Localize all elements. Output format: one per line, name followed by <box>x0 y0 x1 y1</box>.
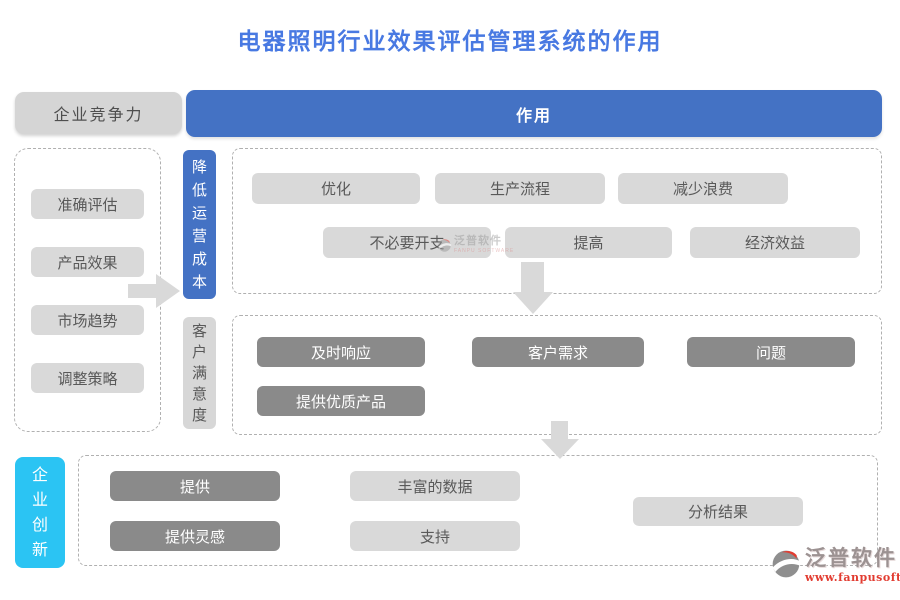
competitiveness-item: 调整策略 <box>31 363 144 393</box>
competitiveness-panel: 准确评估 产品效果 市场趋势 调整策略 <box>14 148 161 432</box>
flow-right-arrow-icon <box>128 274 180 308</box>
customer-section-panel: 及时响应 客户需求 问题 提供优质产品 <box>232 315 882 435</box>
customer-item: 客户需求 <box>472 337 644 367</box>
cost-item: 不必要开支 <box>323 227 491 258</box>
cost-item: 经济效益 <box>690 227 860 258</box>
customer-section-label-text: 客户满意度 <box>191 322 207 424</box>
cost-item: 优化 <box>252 173 420 204</box>
watermark-logo-icon <box>438 238 452 252</box>
innovation-section-label-text: 企业创新 <box>31 466 48 559</box>
flow-down-arrow-icon <box>541 421 579 459</box>
competitiveness-item: 产品效果 <box>31 247 144 277</box>
brand-logo: 泛普软件 www.fanpusoft.com <box>770 548 900 583</box>
brand-logo-icon <box>772 550 801 578</box>
watermark-subtitle: FANPU SOFTWARE <box>454 248 515 254</box>
role-header: 作用 <box>186 90 882 137</box>
cost-item: 减少浪费 <box>618 173 788 204</box>
innovation-section-label: 企业创新 <box>15 457 65 568</box>
customer-item: 提供优质产品 <box>257 386 425 416</box>
competitiveness-item: 准确评估 <box>31 189 144 219</box>
brand-name: 泛普软件 <box>805 547 897 570</box>
cost-section-panel: 优化 生产流程 减少浪费 不必要开支 提高 经济效益 <box>232 148 882 294</box>
competitiveness-item: 市场趋势 <box>31 305 144 335</box>
cost-item: 提高 <box>505 227 672 258</box>
innovation-panel: 提供 丰富的数据 提供灵感 支持 分析结果 <box>78 455 878 566</box>
customer-item: 问题 <box>687 337 855 367</box>
watermark: 泛普软件 FANPU SOFTWARE <box>437 236 514 254</box>
cost-section-label: 降低运营成本 <box>183 150 216 299</box>
innovation-item: 提供 <box>110 471 280 501</box>
page-title: 电器照明行业效果评估管理系统的作用 <box>237 28 663 55</box>
customer-section-label: 客户满意度 <box>183 317 216 429</box>
competitiveness-header: 企业竞争力 <box>15 92 182 134</box>
cost-item: 生产流程 <box>435 173 605 204</box>
flow-down-arrow-icon <box>513 262 553 314</box>
innovation-item: 分析结果 <box>633 497 803 526</box>
customer-item: 及时响应 <box>257 337 425 367</box>
innovation-item: 提供灵感 <box>110 521 280 551</box>
cost-section-label-text: 降低运营成本 <box>191 158 207 291</box>
brand-website[interactable]: www.fanpusoft.com <box>805 571 900 584</box>
innovation-item: 丰富的数据 <box>350 471 520 501</box>
innovation-item: 支持 <box>350 521 520 551</box>
watermark-name: 泛普软件 <box>454 235 502 247</box>
